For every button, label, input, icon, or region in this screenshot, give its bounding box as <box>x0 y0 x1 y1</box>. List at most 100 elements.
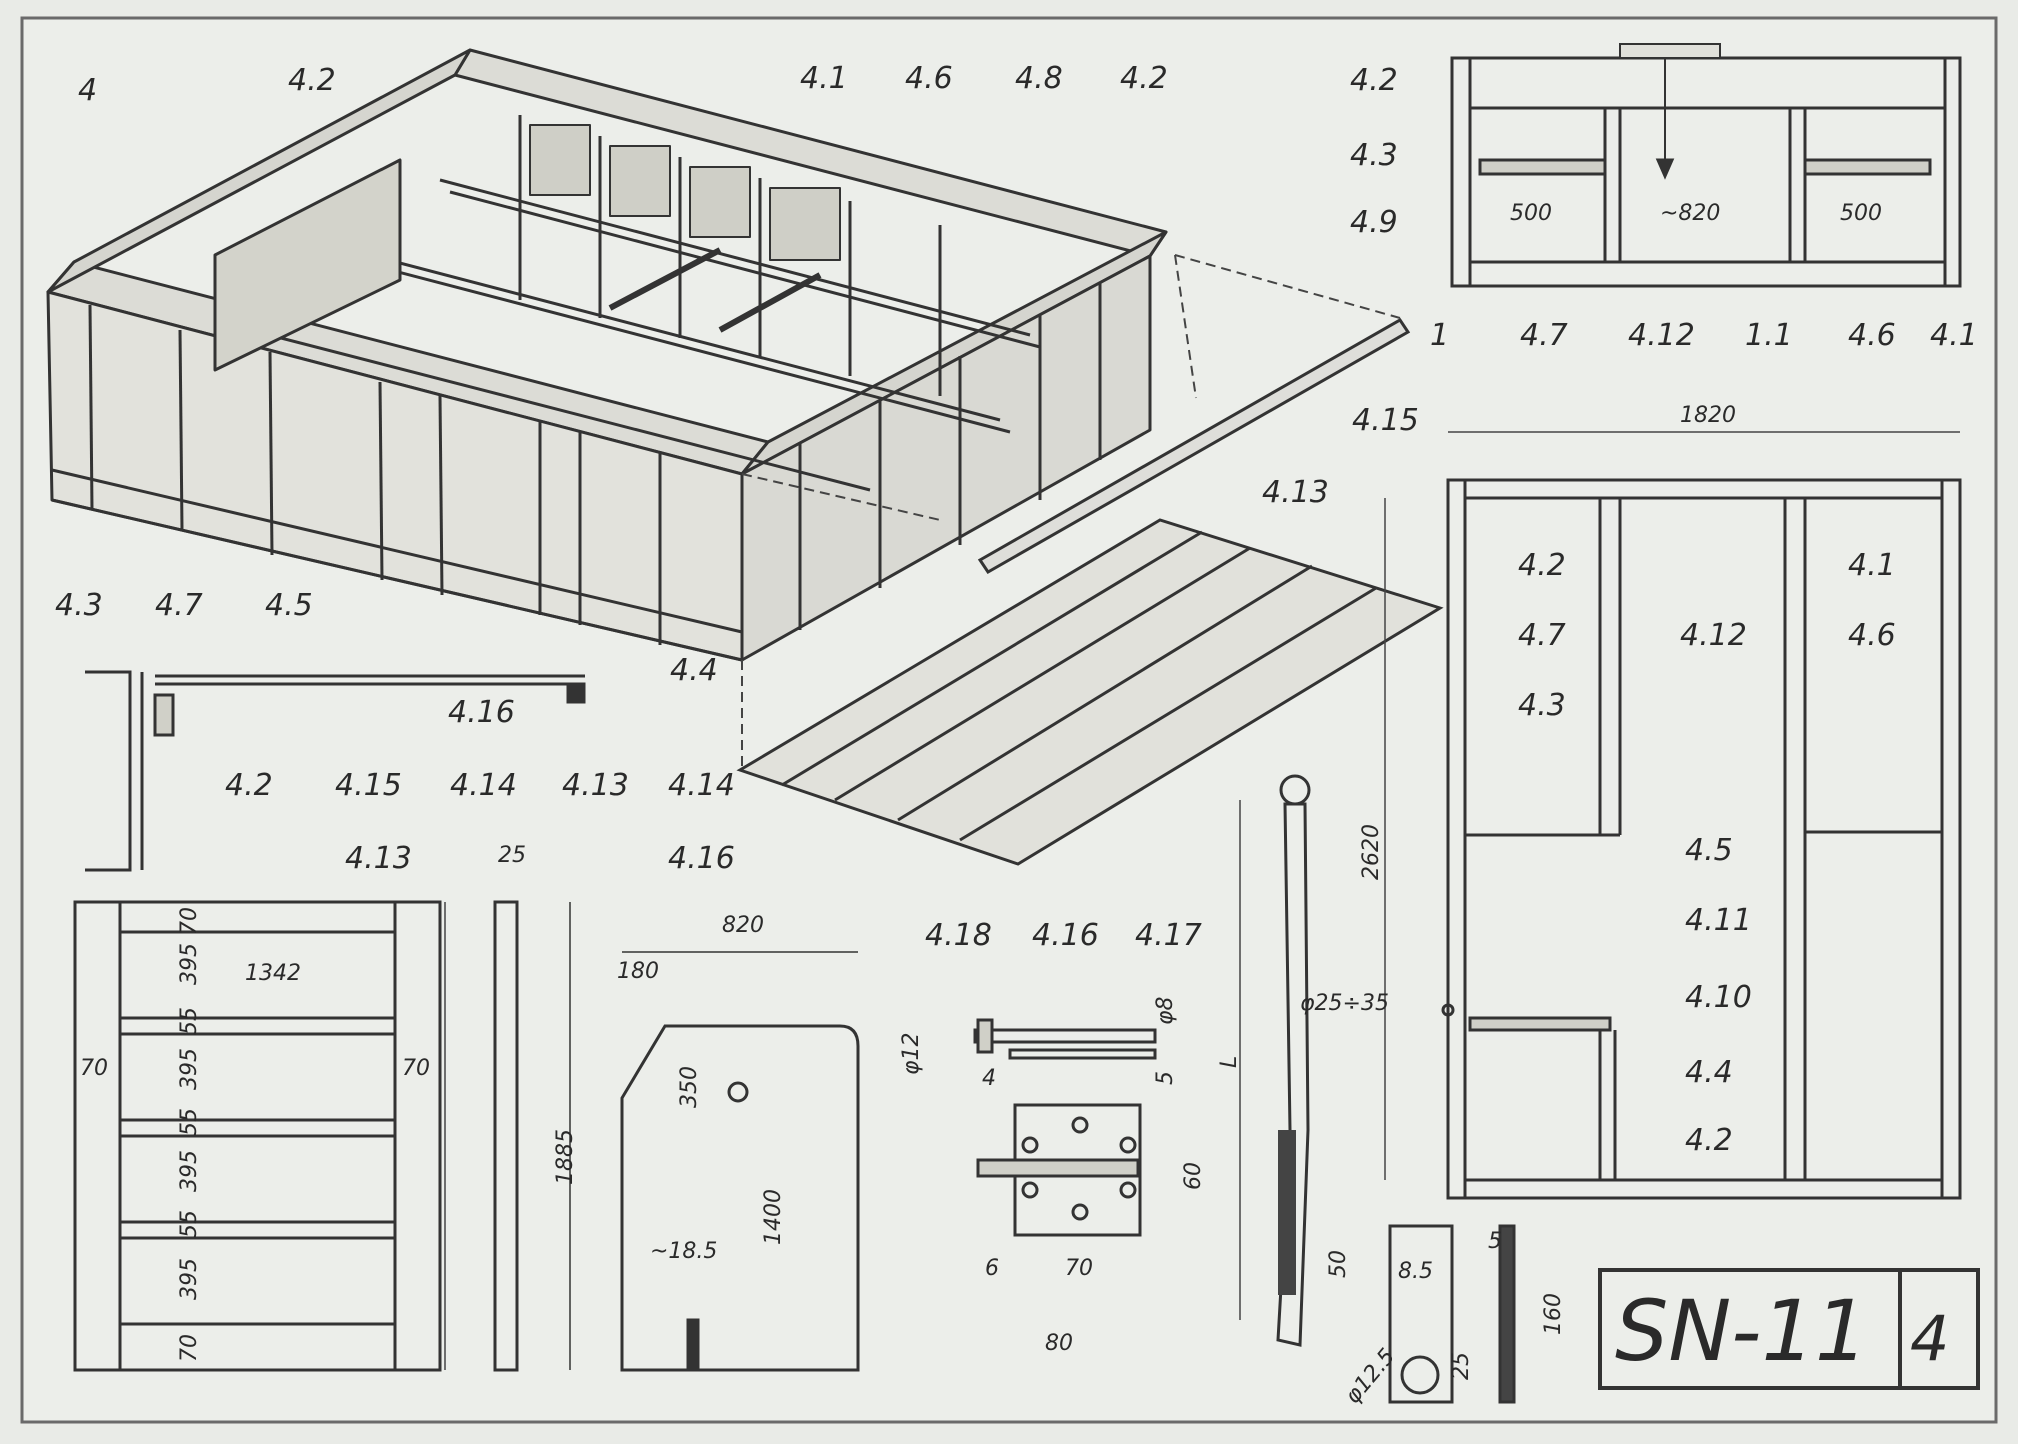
label: 4.5 <box>265 588 313 623</box>
label: 4.15 <box>335 768 402 803</box>
plan-view <box>1441 478 1962 1200</box>
label: 4.7 <box>1520 318 1568 353</box>
dim-text: 4 <box>982 1066 996 1091</box>
dim-text: 60 <box>1181 1162 1206 1190</box>
dim-text: 6 <box>985 1256 999 1281</box>
label: 4.12 <box>1628 318 1695 353</box>
detail-labels: 4.2 4.15 4.14 4.13 4.16 <box>225 695 629 803</box>
label: 4.3 <box>55 588 103 623</box>
dim-text: 70 <box>177 907 202 935</box>
label: 4.2 <box>225 768 273 803</box>
dim-text: 395 <box>177 1258 202 1300</box>
dim-text: 160 <box>1541 1293 1566 1335</box>
label: 4.4 <box>1685 1055 1733 1090</box>
panel-annotations: 4.13 1342 70 70 70 395 55 395 55 395 55 … <box>80 841 578 1362</box>
label: 4.13 <box>1262 475 1329 510</box>
small-parts <box>1388 1224 1516 1404</box>
dim-text: 50 <box>1326 1250 1351 1278</box>
label: 4.17 <box>1135 918 1202 953</box>
label: 4.2 <box>288 63 336 98</box>
dim-text: φ12 <box>899 1032 924 1075</box>
dim-text: 180 <box>617 959 659 984</box>
tie-rod <box>1276 774 1311 1347</box>
hardware-annotations: 4.18 4.16 4.17 φ12 4 φ8 5 60 6 70 80 L φ… <box>899 918 1389 1356</box>
assembly-leaders <box>741 254 1401 770</box>
label: 4 <box>78 73 97 108</box>
label: 4.2 <box>1685 1123 1733 1158</box>
dim-text: 5 <box>1153 1071 1178 1085</box>
plate-profile <box>620 951 860 1372</box>
label: 4.13 <box>562 768 629 803</box>
label: 4.5 <box>1685 833 1733 868</box>
dim-text: 395 <box>177 1150 202 1192</box>
dim-text: 8.5 <box>1398 1259 1433 1284</box>
dim-text: 1400 <box>761 1189 786 1245</box>
label: 4.16 <box>1032 918 1099 953</box>
label: 4.4 <box>670 653 718 688</box>
dim-text: 5 <box>1488 1229 1502 1254</box>
label: 4.16 <box>668 841 735 876</box>
dim-text: 55 <box>177 1210 202 1238</box>
dim-text: 395 <box>177 943 202 985</box>
label: 4.10 <box>1685 980 1752 1015</box>
label: 4.2 <box>1518 548 1566 583</box>
dim-text: 350 <box>677 1066 702 1108</box>
dim-text: 500 <box>1840 201 1882 226</box>
dim-text: ~820 <box>1660 201 1720 226</box>
plan-view-labels: 4.2 4.7 4.3 4.12 4.1 4.6 4.5 4.11 4.10 4… <box>1518 548 1896 1158</box>
dim-text: 80 <box>1045 1331 1073 1356</box>
dim-text: 55 <box>177 1108 202 1136</box>
top-view-labels: 4.2 4.3 4.9 1 4.7 4.12 1.1 4.6 4.1 <box>1350 63 1978 353</box>
label: 4.16 <box>448 695 515 730</box>
ladder-panel-4-13 <box>736 518 1444 866</box>
label: 4.3 <box>1350 138 1398 173</box>
label: 4.14 <box>450 768 517 803</box>
label: 1 <box>1430 318 1449 353</box>
label: 4.6 <box>905 61 953 96</box>
dim-text: 1342 <box>245 961 301 986</box>
dim-text: 2620 <box>1359 824 1384 880</box>
label: 4.2 <box>1350 63 1398 98</box>
label: 4.1 <box>800 61 848 96</box>
label: 4.11 <box>1685 903 1752 938</box>
label: 4.1 <box>1848 548 1896 583</box>
label: 1.1 <box>1745 318 1793 353</box>
dim-text: 25 <box>1449 1352 1474 1380</box>
rail-4-15 <box>977 318 1411 574</box>
dim-text: 820 <box>722 913 764 938</box>
iso-labels: 4 4.2 4.1 4.6 4.8 4.2 4.3 4.7 4.5 4.4 4.… <box>55 61 1419 876</box>
isometric-bed-view <box>46 48 1168 662</box>
label: 4.2 <box>1120 61 1168 96</box>
label: 4.3 <box>1518 688 1566 723</box>
label: 4.13 <box>345 841 412 876</box>
dim-text: 70 <box>1065 1256 1093 1281</box>
dim-text: 500 <box>1510 201 1552 226</box>
plate-annotations: 820 180 350 1400 ~18.5 <box>617 913 786 1264</box>
label: 4.18 <box>925 918 992 953</box>
label: 4.12 <box>1680 618 1747 653</box>
label: 4.15 <box>1352 403 1419 438</box>
dim-text: 1885 <box>553 1129 578 1185</box>
label: 4.14 <box>668 768 735 803</box>
label: 4.1 <box>1930 318 1978 353</box>
dim-text: 55 <box>177 1007 202 1035</box>
dim-text: φ25÷35 <box>1300 991 1389 1016</box>
dim-text: 25 <box>498 843 526 868</box>
top-view-dims: 500 ~820 500 <box>1510 201 1882 226</box>
dim-text: 70 <box>177 1334 202 1362</box>
hardware-details <box>973 1018 1157 1237</box>
corner-detail <box>85 670 586 872</box>
dim-text: ~18.5 <box>650 1239 717 1264</box>
label: 4.8 <box>1015 61 1063 96</box>
label: 4.6 <box>1848 618 1896 653</box>
dim-text: 70 <box>402 1056 430 1081</box>
dim-text: φ8 <box>1153 996 1178 1025</box>
label: 4.7 <box>1518 618 1566 653</box>
drawing-code: SN-11 <box>1615 1282 1868 1380</box>
label: 4.6 <box>1848 318 1896 353</box>
panel-front-view <box>73 900 571 1372</box>
label: 4.7 <box>155 588 203 623</box>
top-view <box>1450 43 1962 288</box>
